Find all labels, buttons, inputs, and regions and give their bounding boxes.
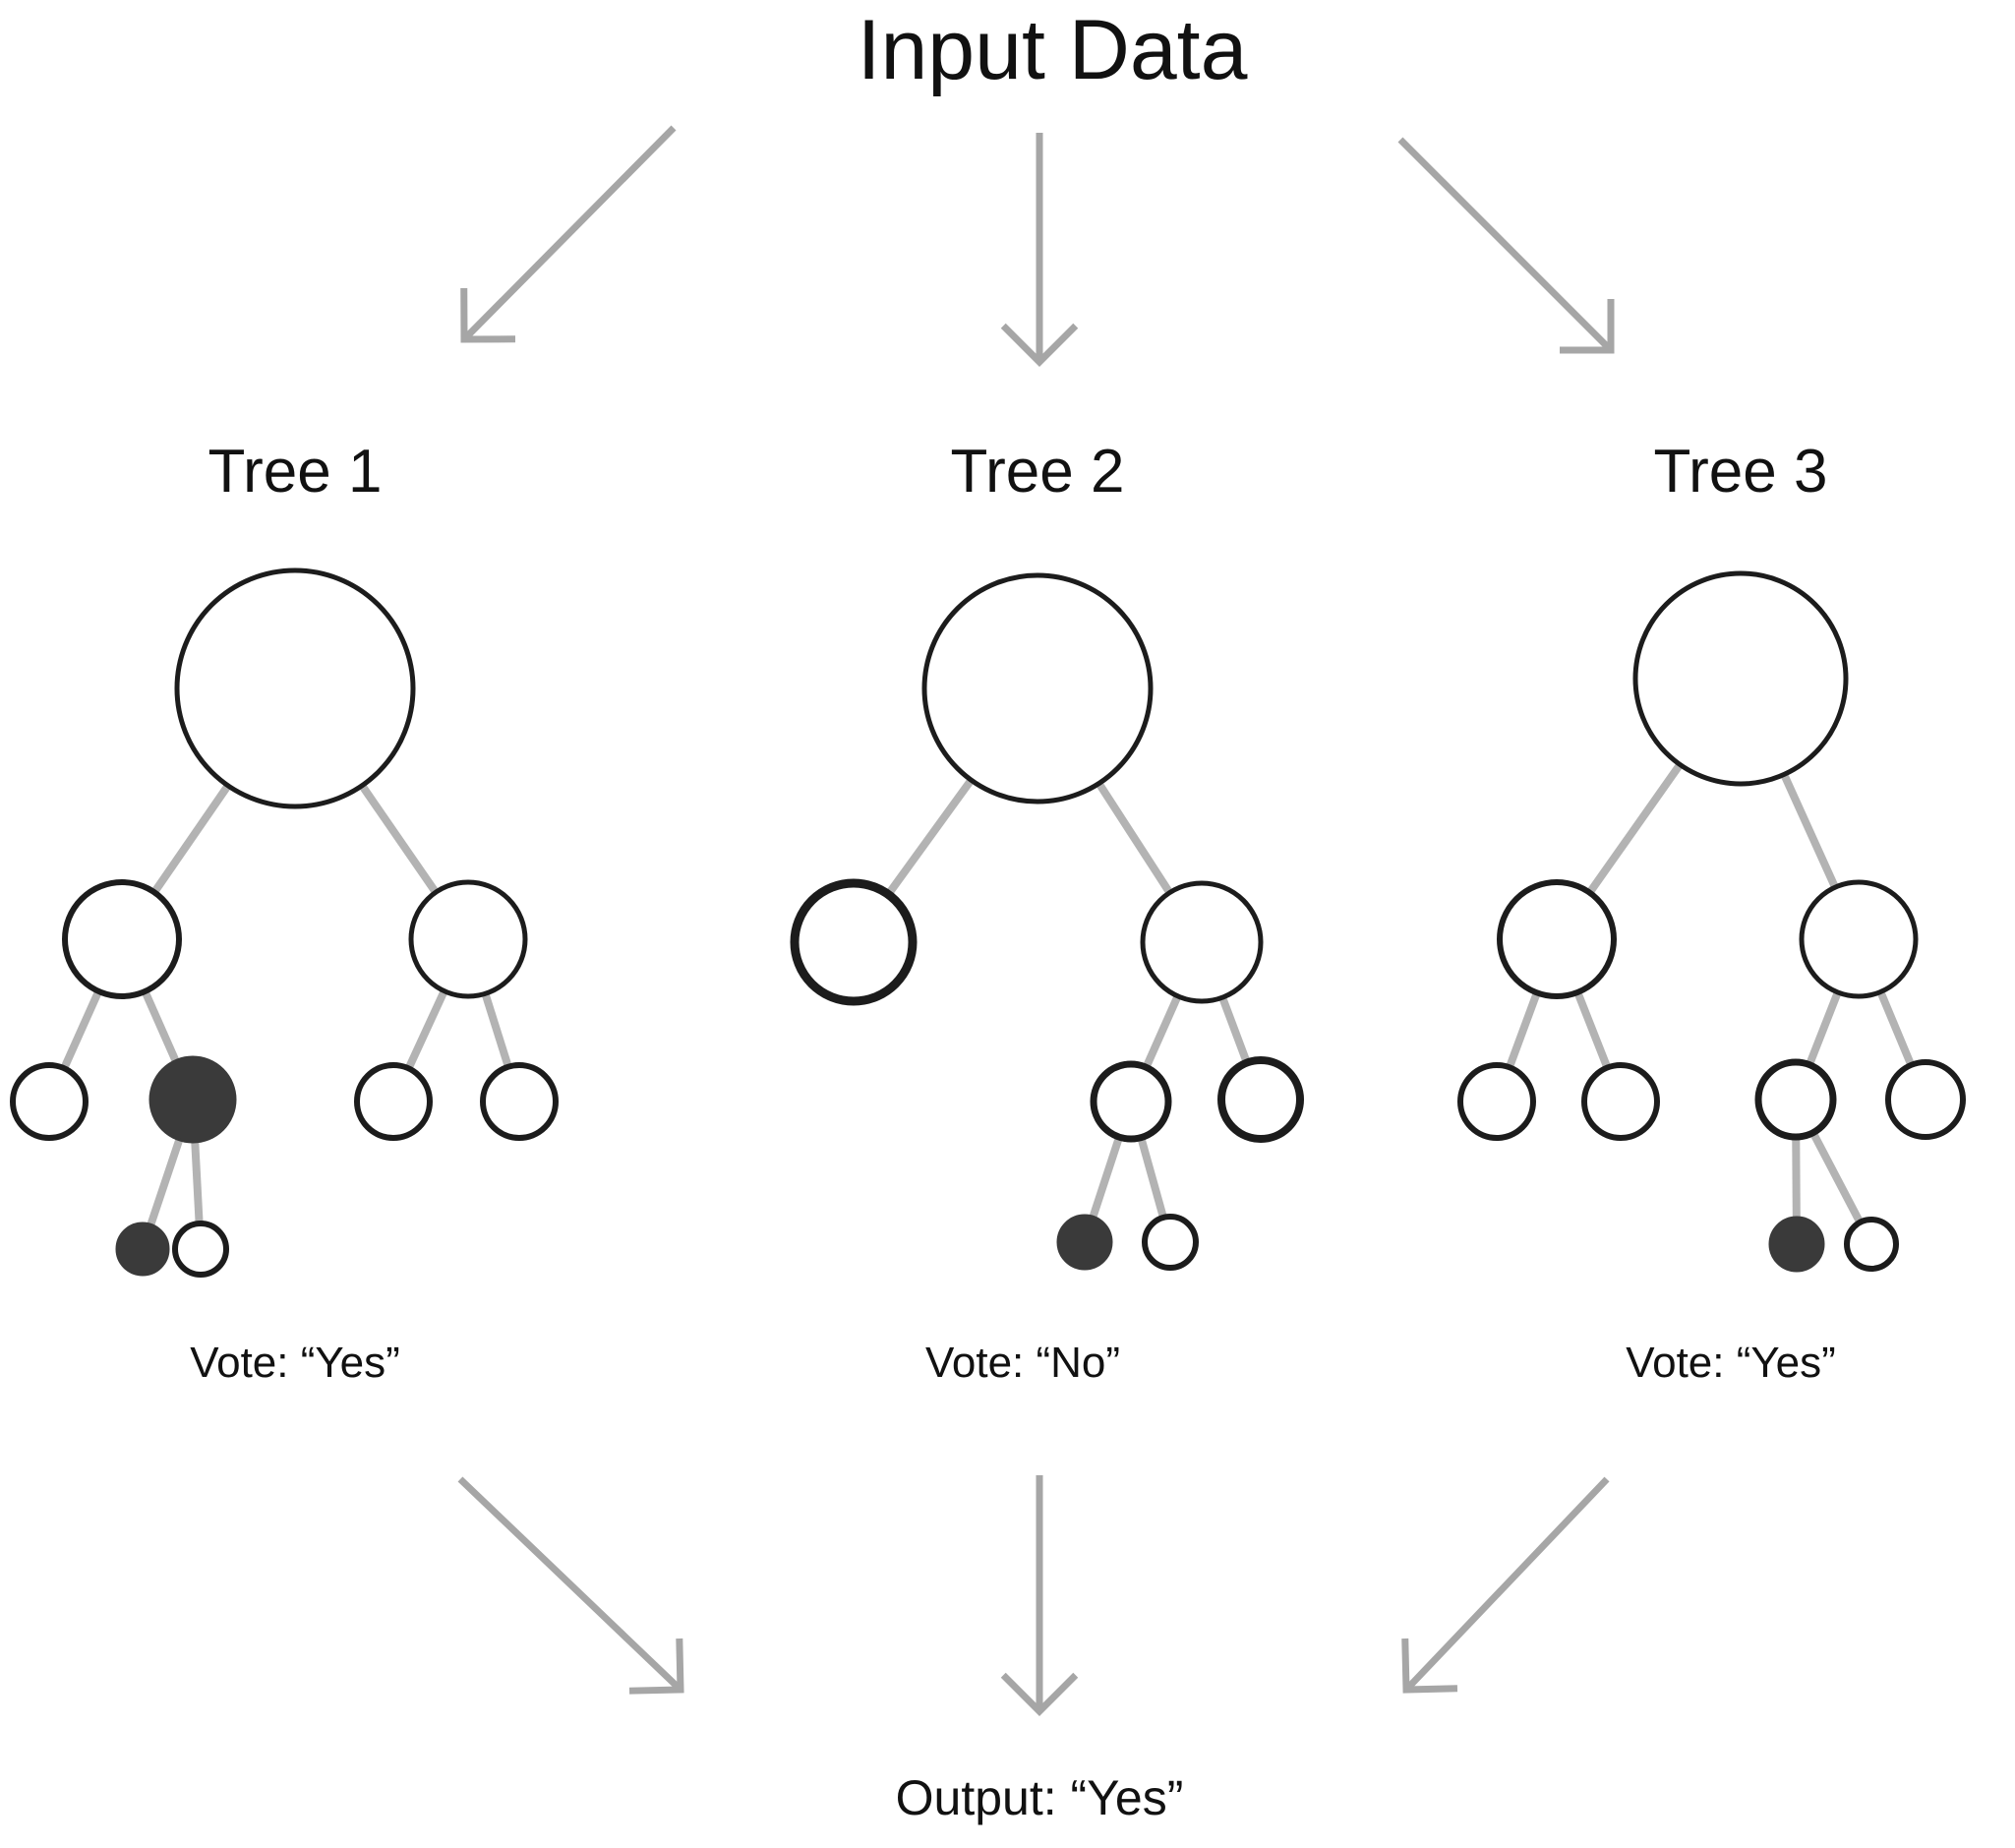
tree-edge xyxy=(1792,1137,1801,1218)
tree-node-open[interactable] xyxy=(1799,879,1919,999)
tree-edge xyxy=(1877,990,1915,1066)
tree-2-vote-label: Vote: “No” xyxy=(925,1339,1120,1387)
tree-edge xyxy=(151,784,231,894)
tree-edge xyxy=(481,993,512,1067)
tree-node-open[interactable] xyxy=(1457,1062,1536,1141)
tree-edge xyxy=(1506,991,1541,1068)
tree-2-edges xyxy=(885,778,1251,1219)
tree-node-open[interactable] xyxy=(790,878,918,1006)
tree-2-group: Tree 2 Vote: “No” xyxy=(790,438,1304,1387)
tree-node-open[interactable] xyxy=(1885,1059,1966,1140)
tree-edge xyxy=(1089,1136,1123,1218)
tree-edge xyxy=(1780,773,1839,888)
tree-node-open[interactable] xyxy=(1632,570,1849,787)
tree-3-edges xyxy=(1506,762,1915,1223)
tree-2-nodes xyxy=(790,572,1304,1271)
arrow-input-to-tree1-icon xyxy=(460,125,677,343)
output-label: Output: “Yes” xyxy=(896,1770,1184,1825)
tree-edge xyxy=(405,989,447,1070)
tree-node-open[interactable] xyxy=(1090,1060,1172,1143)
arrow-input-to-tree2-icon xyxy=(1000,133,1079,367)
page-title: Input Data xyxy=(858,3,1248,97)
tree-node-open[interactable] xyxy=(1142,1214,1199,1271)
tree-edge xyxy=(1218,996,1251,1064)
tree-edge xyxy=(359,784,439,894)
tree-1-vote-label: Vote: “Yes” xyxy=(190,1339,400,1387)
tree-node-open[interactable] xyxy=(1497,879,1617,999)
tree-edge xyxy=(885,778,975,896)
tree-node-open[interactable] xyxy=(174,567,416,809)
tree-node-filled[interactable] xyxy=(1056,1214,1113,1271)
tree-node-open[interactable] xyxy=(408,879,528,999)
tree-1-group: Tree 1 Vote: “Yes” xyxy=(10,438,559,1387)
tree-node-open[interactable] xyxy=(354,1062,433,1141)
tree-node-open[interactable] xyxy=(172,1221,229,1278)
tree-edge xyxy=(1573,991,1611,1069)
tree-node-open[interactable] xyxy=(62,879,182,999)
tree-edge xyxy=(1137,1137,1167,1219)
tree-node-open[interactable] xyxy=(1217,1056,1304,1143)
tree-3-vote-label: Vote: “Yes” xyxy=(1626,1339,1836,1387)
tree-node-filled[interactable] xyxy=(148,1055,237,1144)
arrow-tree1-to-output-icon xyxy=(457,1476,684,1695)
trees-group: Tree 1 Vote: “Yes” Tree 2 Vote: “No” Tree 3 V… xyxy=(10,438,1966,1387)
tree-2-label: Tree 2 xyxy=(951,438,1125,506)
tree-edge xyxy=(1096,782,1173,894)
tree-edge xyxy=(1806,991,1842,1066)
tree-edge xyxy=(191,1142,204,1223)
tree-1-edges xyxy=(60,784,512,1225)
arrow-tree3-to-output-icon xyxy=(1401,1476,1610,1694)
tree-node-filled[interactable] xyxy=(1768,1216,1825,1273)
tree-3-group: Tree 3 Vote: “Yes” xyxy=(1457,438,1966,1387)
tree-node-open[interactable] xyxy=(1844,1217,1899,1272)
arrow-tree2-to-output-icon xyxy=(1000,1475,1079,1716)
tree-edge xyxy=(142,990,179,1062)
tree-node-open[interactable] xyxy=(10,1062,89,1141)
tree-node-open[interactable] xyxy=(1754,1058,1837,1141)
tree-edge xyxy=(1143,995,1181,1068)
tree-edge xyxy=(1586,762,1683,895)
tree-node-filled[interactable] xyxy=(115,1222,170,1277)
flow-arrows-group xyxy=(457,125,1615,1716)
tree-node-open[interactable] xyxy=(480,1062,559,1141)
tree-1-label: Tree 1 xyxy=(208,438,383,506)
tree-3-label: Tree 3 xyxy=(1654,438,1828,506)
tree-edge xyxy=(60,990,102,1069)
tree-edge xyxy=(1809,1131,1864,1223)
tree-node-open[interactable] xyxy=(1581,1062,1660,1141)
tree-node-open[interactable] xyxy=(1140,880,1264,1004)
tree-node-open[interactable] xyxy=(921,572,1154,805)
arrow-input-to-tree3-icon xyxy=(1397,137,1615,354)
tree-1-nodes xyxy=(10,567,559,1278)
tree-edge xyxy=(147,1139,183,1225)
tree-3-nodes xyxy=(1457,570,1966,1273)
